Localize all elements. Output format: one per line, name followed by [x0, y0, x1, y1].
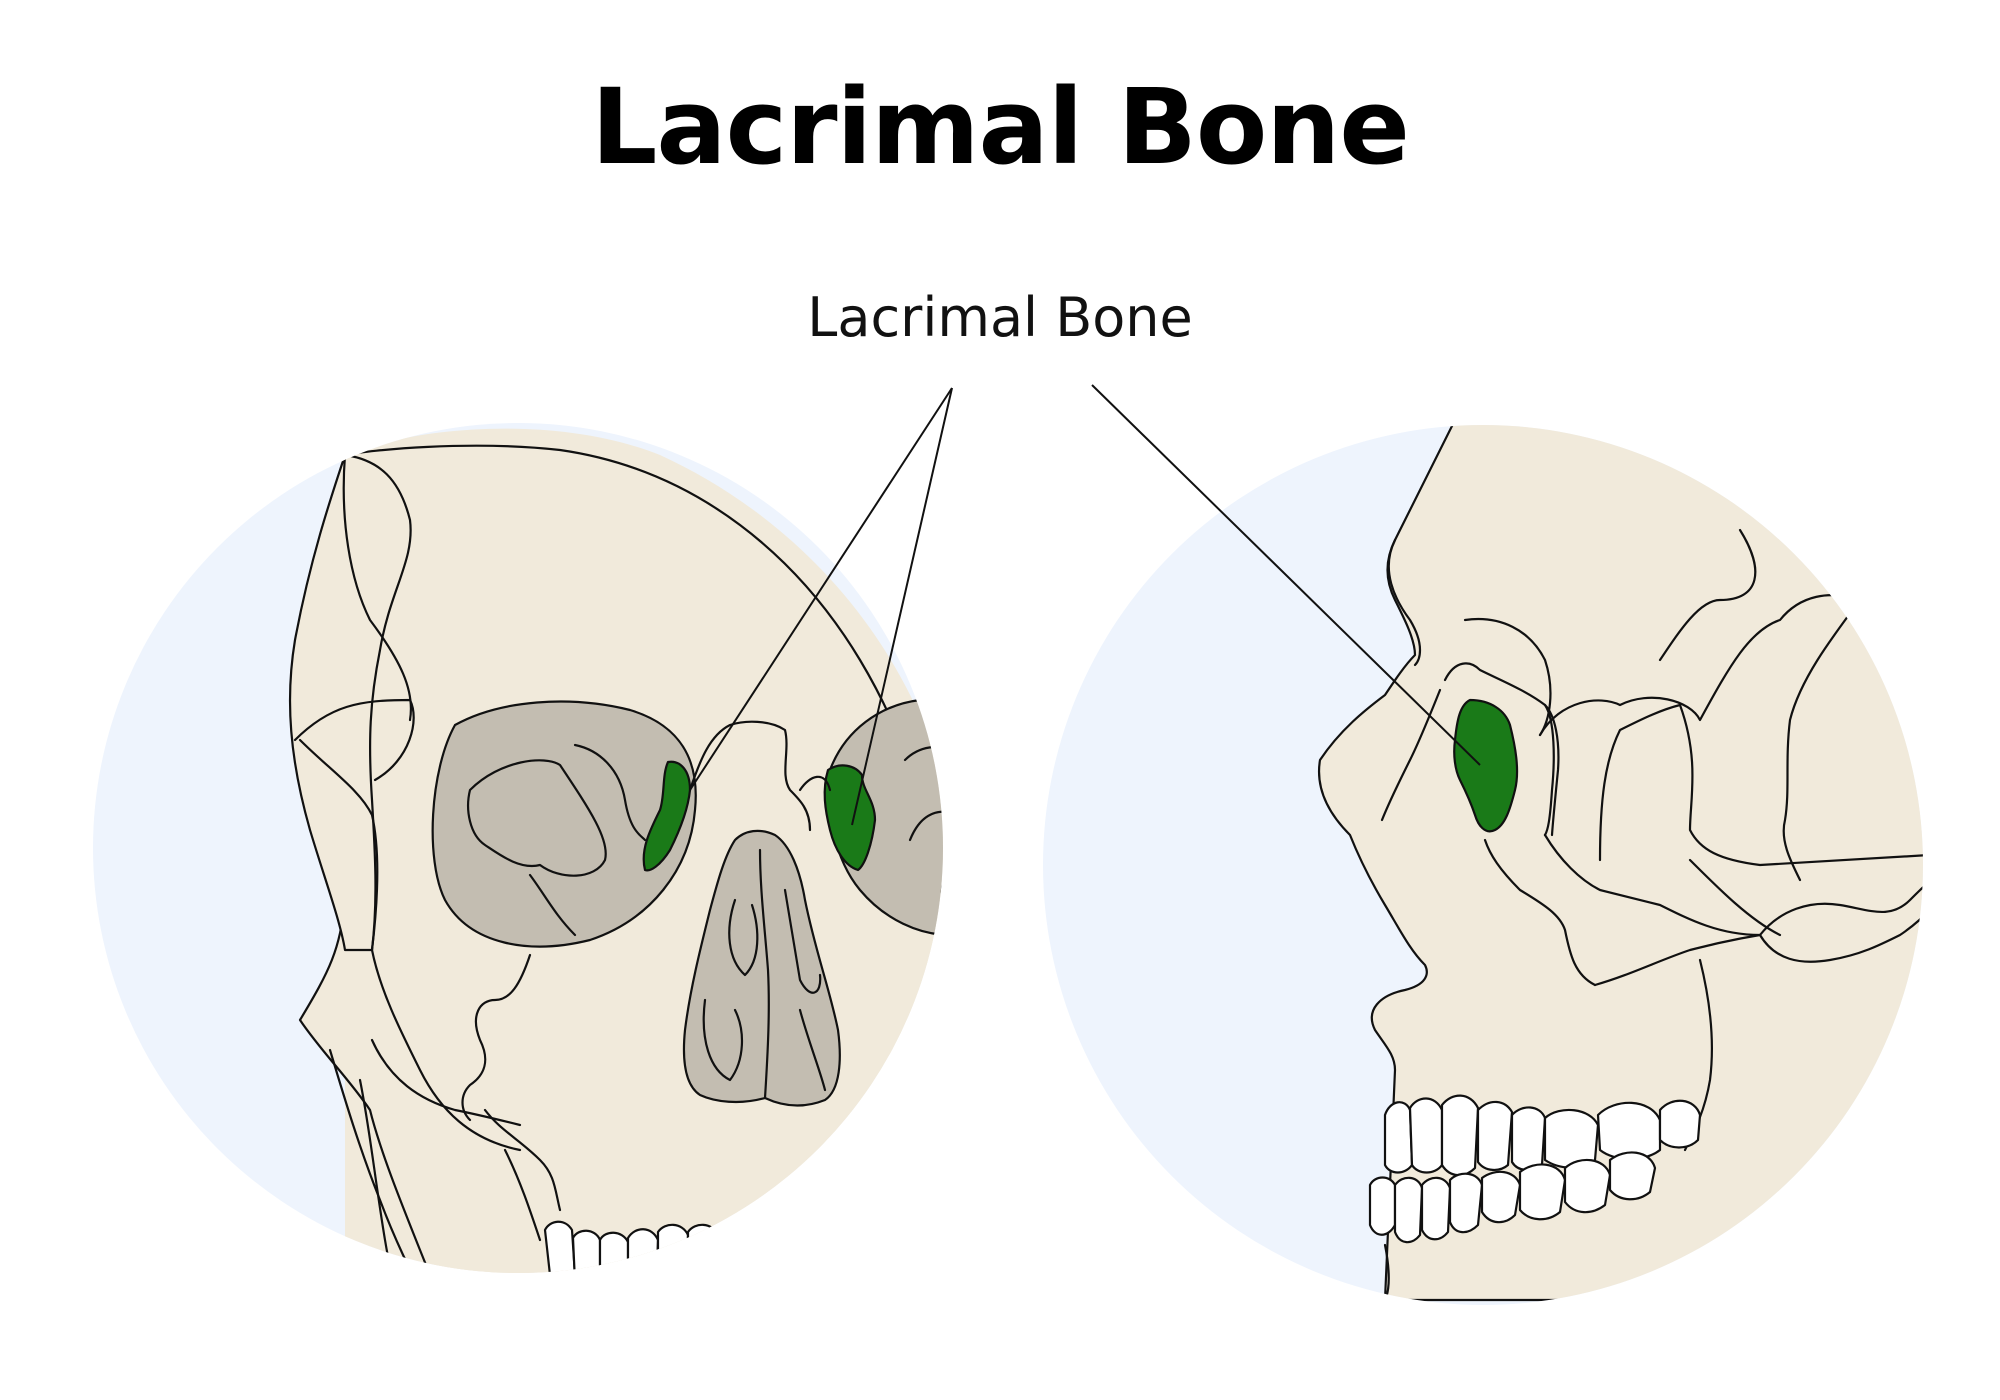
frontal-cheekbone-line	[370, 1038, 522, 1127]
lateral-upper-tooth-7	[1596, 1101, 1662, 1160]
lateral-lower-tooth-7	[1563, 1158, 1612, 1214]
lateral-condyle-bottom	[1758, 903, 1923, 963]
lateral-condyle-top	[1758, 878, 1923, 937]
lateral-maxilla-lower	[1593, 933, 1762, 987]
frontal-right-orbit-fissure	[903, 745, 943, 762]
lateral-infratemporal-line	[1688, 858, 1782, 937]
leader-line-frontal-right	[851, 387, 953, 826]
frontal-nasal-cavity	[682, 829, 841, 1107]
frontal-left-orbit-floor	[528, 873, 577, 937]
lateral-upper-tooth-6	[1543, 1108, 1600, 1169]
frontal-tooth-2	[571, 1229, 602, 1273]
lateral-nasal-bridge	[1380, 688, 1442, 822]
frontal-jaw-ramus-front	[370, 948, 522, 1152]
lateral-parietal-suture	[1818, 523, 1902, 602]
lateral-skull-body	[1317, 425, 1923, 1302]
frontal-left-orbit-inner	[573, 743, 647, 842]
frontal-coronoid-line	[483, 1108, 562, 1212]
lateral-upper-tooth-1	[1383, 1101, 1414, 1174]
lateral-upper-tooth-4	[1476, 1100, 1514, 1171]
lacrimal-bone-label: Lacrimal Bone	[807, 286, 1193, 349]
lateral-zygomatic-process	[1678, 703, 1923, 867]
diagram-title: Lacrimal Bone	[591, 66, 1410, 188]
leader-line-lateral	[1091, 384, 1481, 766]
lateral-sphenoid-suture	[1658, 528, 1757, 662]
lateral-lower-tooth-8	[1608, 1151, 1657, 1201]
frontal-tooth-5	[656, 1223, 690, 1273]
lateral-lower-tooth-5	[1480, 1170, 1522, 1224]
lateral-lower-tooth-2	[1393, 1176, 1424, 1244]
frontal-jaw-ramus-inner	[358, 1078, 402, 1273]
lateral-skull-view	[1043, 425, 1923, 1305]
frontal-tooth-1	[543, 1220, 577, 1273]
frontal-nasal-bridge	[688, 720, 812, 832]
frontal-tooth-4	[626, 1228, 660, 1273]
lateral-lower-tooth-3	[1420, 1176, 1452, 1241]
frontal-tooth-3	[598, 1231, 630, 1273]
frontal-maxilla-line	[461, 953, 532, 1122]
frontal-tooth-6	[686, 1223, 720, 1273]
frontal-right-lacrimal-bone	[823, 764, 877, 872]
frontal-right-orbit-rim	[798, 775, 832, 792]
lateral-orbit-back	[1543, 703, 1560, 837]
frontal-right-orbit-inner	[908, 810, 943, 842]
lateral-lacrimal-bone	[1453, 698, 1519, 833]
frontal-skull-view	[93, 423, 954, 1300]
frontal-zygomatic-ridge	[293, 698, 415, 782]
lateral-forehead-line	[1387, 538, 1422, 667]
frontal-nasal-septum	[758, 848, 770, 1100]
frontal-tooth-7	[716, 1229, 747, 1273]
lateral-zygomatic-body	[1598, 703, 1682, 862]
frontal-right-lower-turbinate	[798, 1008, 827, 1092]
frontal-left-orbit-fissure	[467, 759, 607, 877]
lateral-lower-tooth-4	[1448, 1172, 1484, 1234]
lateral-lower-tooth-1	[1368, 1176, 1397, 1236]
frontal-left-turbinate	[728, 898, 759, 977]
lateral-brow-ridge	[1463, 618, 1552, 737]
frontal-view-edge	[948, 700, 954, 1300]
lateral-maxilla-line	[1483, 838, 1597, 987]
frontal-left-lower-turbinate	[702, 998, 744, 1082]
lateral-lower-tooth-6	[1518, 1163, 1567, 1221]
frontal-mandible-notch	[503, 1148, 542, 1242]
lateral-upper-tooth-8	[1658, 1099, 1702, 1149]
frontal-temporal-line	[342, 453, 412, 722]
leader-line-frontal-left	[689, 387, 953, 791]
lateral-upper-tooth-5	[1510, 1106, 1547, 1171]
frontal-right-turbinate	[783, 888, 822, 994]
lateral-coronal-suture	[1782, 598, 1862, 882]
frontal-cheek-edge	[298, 738, 379, 952]
lateral-upper-tooth-3	[1440, 1094, 1480, 1177]
lateral-upper-tooth-2	[1408, 1097, 1444, 1174]
lateral-zygomatic-arch	[1543, 833, 1762, 937]
frontal-left-orbit	[431, 700, 697, 948]
